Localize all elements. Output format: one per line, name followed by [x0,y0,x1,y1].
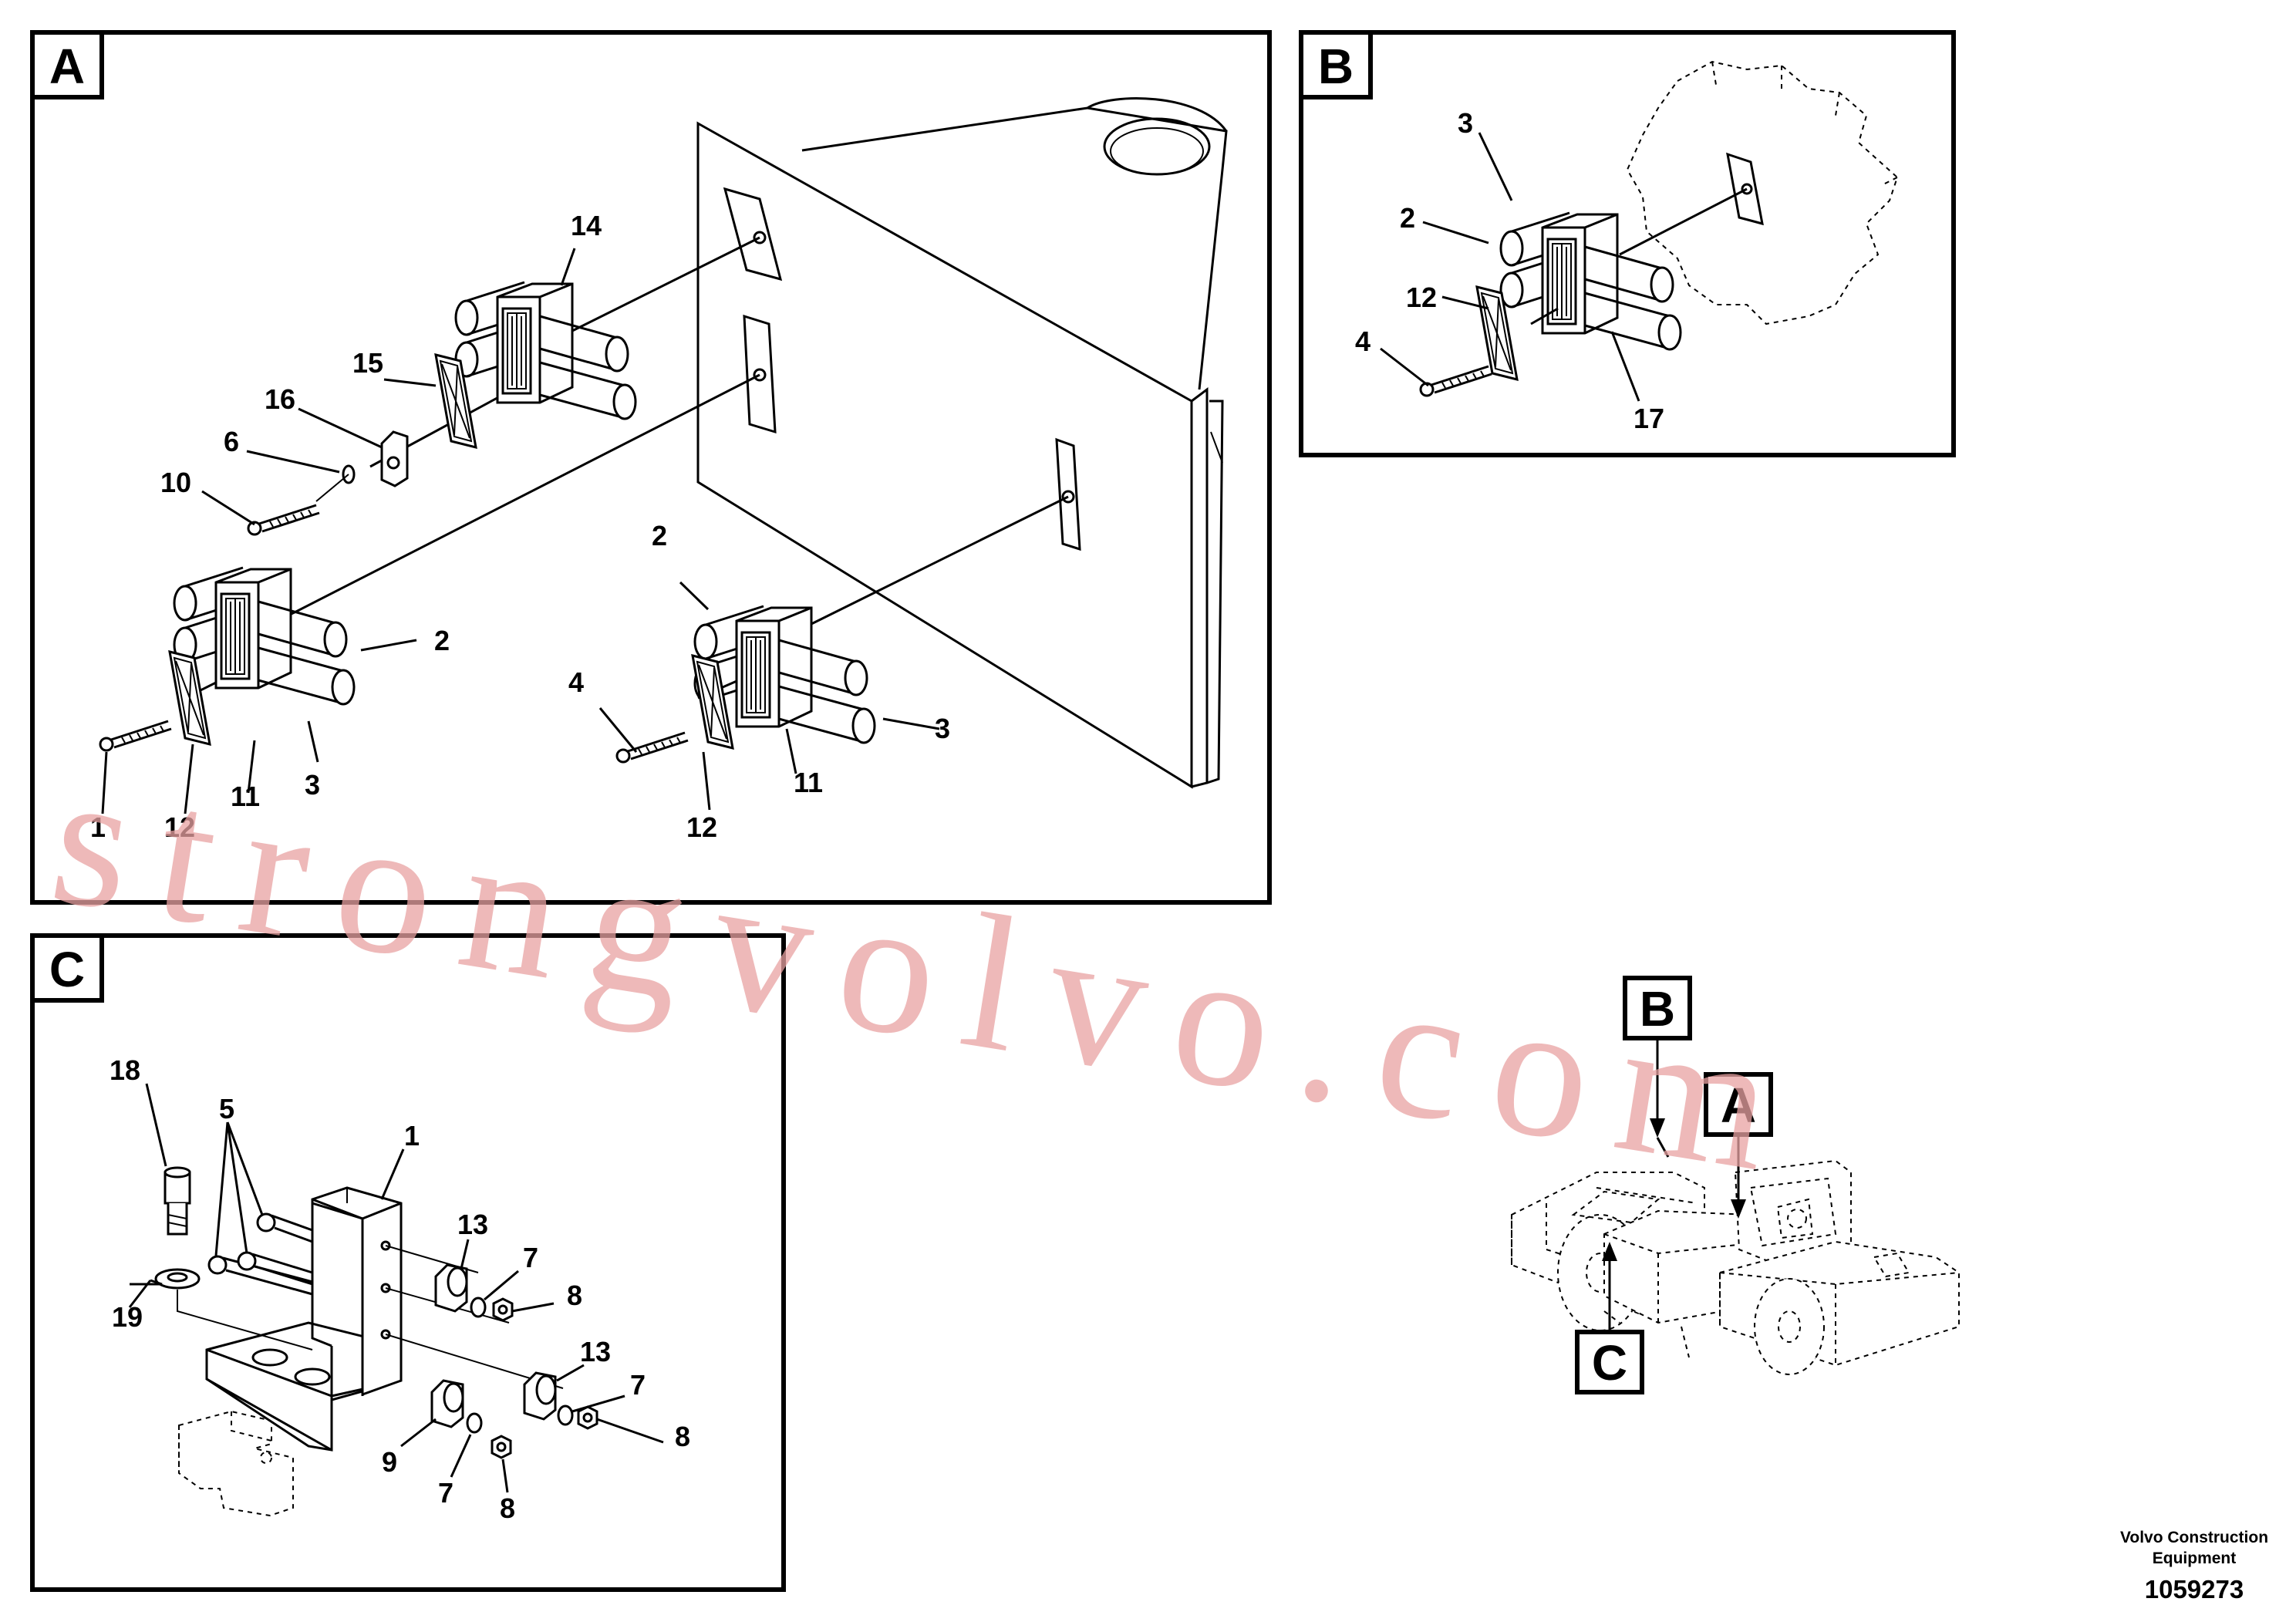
callout-3-left: 3 [305,769,320,801]
callout-12-right: 12 [686,811,717,843]
clip-13-lower [523,1371,557,1421]
callout-c-19: 19 [112,1301,143,1333]
drawing-number: 1059273 [2145,1575,2244,1603]
callout-16: 16 [265,383,295,415]
clamp-block-upper [454,281,637,420]
bolt-4-b [1419,365,1493,397]
overview-marker-a: A [1704,1072,1773,1219]
callout-2-left: 2 [434,625,450,656]
cover-plate-12-right [691,654,734,750]
l-bracket-1 [205,1186,403,1452]
nut-8-mid [491,1435,512,1459]
company-name-line2: Equipment [2153,1549,2237,1567]
section-c-panel: C [30,933,786,1592]
callout-6: 6 [224,426,239,457]
callout-b-4: 4 [1355,325,1371,357]
callout-b-3: 3 [1458,107,1473,139]
callout-11-left: 11 [231,781,260,812]
nut-8-upper [492,1297,514,1322]
callout-c-7-mid: 7 [438,1477,453,1509]
cap-screw-18 [164,1166,191,1236]
callout-b-2: 2 [1400,202,1415,234]
section-a-panel: A [30,30,1272,905]
callout-c-18: 18 [110,1054,140,1086]
bolt-10 [247,504,321,536]
clip-9 [430,1379,464,1428]
cover-plate-12-left [168,650,211,746]
callout-10: 10 [160,467,191,498]
overview-marker-c: C [1575,1242,1644,1394]
callout-c-7-lower: 7 [630,1369,646,1401]
svg-text:B: B [1640,981,1675,1037]
callout-c-8-lower: 8 [675,1421,690,1452]
callout-c-9: 9 [382,1446,397,1478]
section-b-panel: B 3 2 12 4 17 [1299,30,1956,457]
machine-overview: B A C [1511,976,1960,1394]
svg-text:strongvolvo.com: strongvolvo.com [39,730,1816,1216]
callout-14: 14 [571,210,602,241]
callout-c-8-upper: 8 [567,1280,582,1311]
callout-11-right: 11 [794,767,823,798]
nut-8-lower [577,1405,598,1430]
section-a-label: A [49,39,85,94]
bolts-5 [207,1212,313,1296]
bolt-4-a [615,731,689,764]
callout-12-left: 12 [164,811,195,843]
callout-c-1: 1 [404,1120,420,1152]
svg-text:A: A [1721,1077,1756,1133]
callout-15: 15 [352,347,383,379]
washer-7-lower [557,1404,574,1426]
watermark: strongvolvo.com [39,730,1816,1216]
callout-4: 4 [568,666,584,698]
callout-c-8-mid: 8 [500,1492,515,1524]
mounting-bracket [696,97,1228,789]
section-c-label: C [49,942,85,997]
callout-c-13-upper: 13 [457,1209,488,1240]
callout-c-13-lower: 13 [580,1336,611,1367]
callout-b-12: 12 [1406,282,1437,313]
bracket-clip-16 [380,430,409,487]
frame-mount-outline [178,1410,294,1517]
callout-1: 1 [90,811,106,843]
section-b-label: B [1318,39,1354,94]
callout-b-17: 17 [1633,403,1664,434]
washer-7-upper [470,1297,487,1318]
footer: Volvo Construction Equipment 1059273 [2120,1529,2268,1603]
clip-13-upper [434,1263,468,1313]
callout-2-right: 2 [652,520,667,551]
company-name-line1: Volvo Construction [2120,1529,2268,1546]
callout-3-right: 3 [935,713,950,744]
callout-c-5: 5 [219,1093,234,1125]
svg-text:C: C [1592,1335,1627,1391]
callout-c-7-upper: 7 [523,1242,538,1273]
overview-marker-b: B [1623,976,1692,1158]
washer-19 [154,1268,201,1290]
clamp-block-left [173,566,356,706]
washer-7-mid [466,1412,483,1434]
